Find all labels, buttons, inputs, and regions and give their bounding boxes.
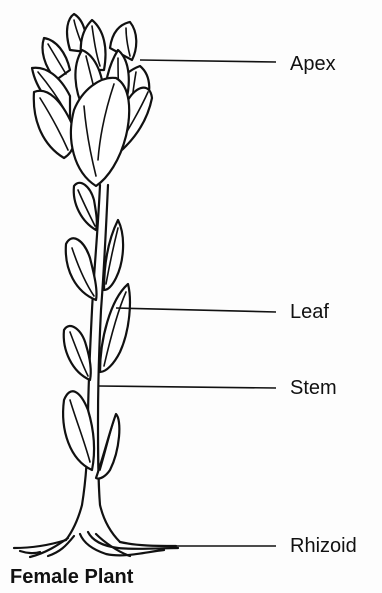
rhizoids: [14, 532, 178, 557]
stem-leader-line: [98, 386, 276, 388]
apex-leader-line: [140, 60, 276, 62]
moss-plant-drawing: [14, 14, 178, 557]
apex-leaves: [32, 14, 152, 186]
stem-label: Stem: [290, 377, 337, 400]
leaf-leader-line: [116, 308, 276, 312]
leaf-label: Leaf: [290, 301, 329, 324]
apex-label: Apex: [290, 53, 336, 76]
rhizoid-label: Rhizoid: [290, 535, 357, 558]
diagram-caption: Female Plant: [10, 566, 133, 589]
